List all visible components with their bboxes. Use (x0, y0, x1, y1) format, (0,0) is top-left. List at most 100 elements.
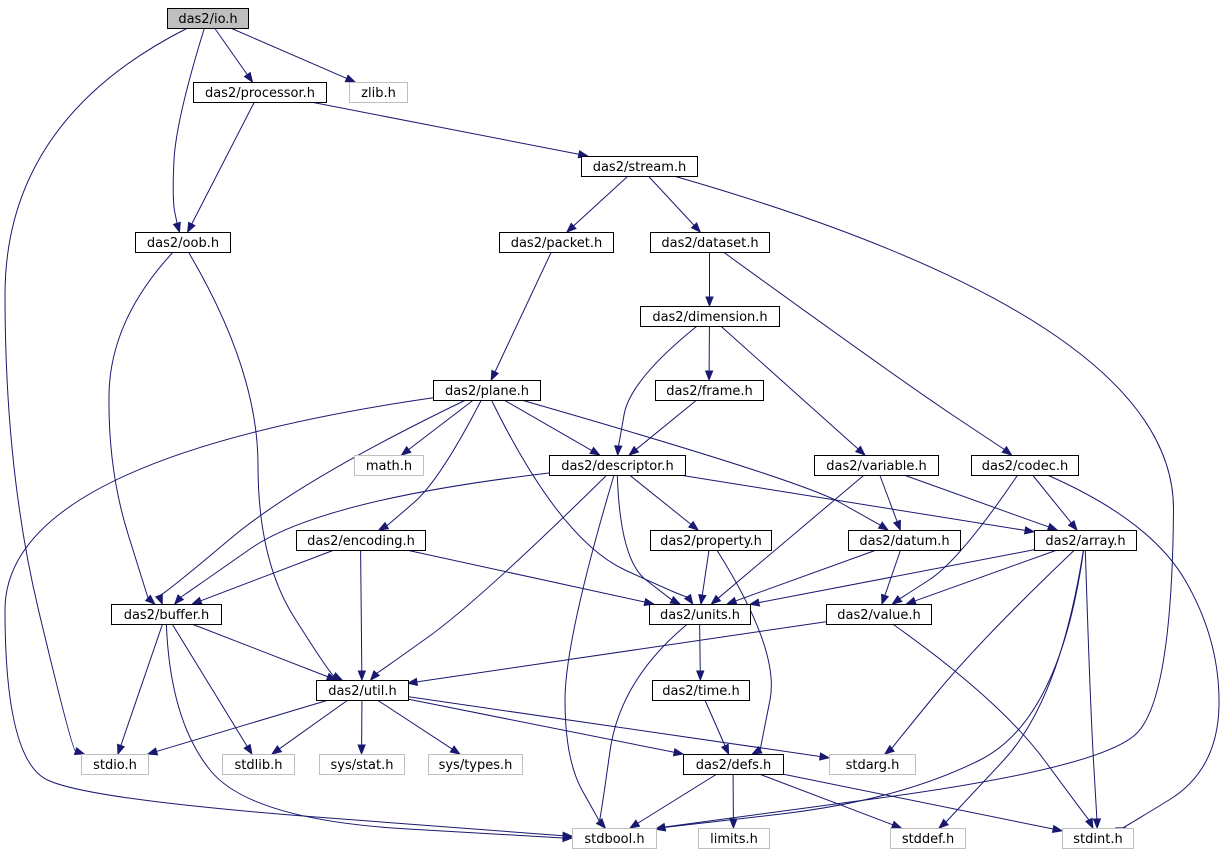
edge-line (945, 549, 1084, 823)
edge-line (879, 474, 898, 522)
node-label: das2/stream.h (593, 160, 687, 175)
node-defs[interactable]: das2/defs.h (683, 754, 784, 775)
edge-line (120, 623, 164, 746)
edge-line (360, 549, 363, 672)
edge-line (521, 399, 881, 526)
edge-arrowhead (883, 744, 895, 755)
edge-line (416, 621, 827, 683)
node-box (1062, 828, 1134, 849)
node-variable[interactable]: das2/variable.h (814, 455, 939, 476)
node-label: das2/dataset.h (661, 236, 758, 251)
node-frame[interactable]: das2/frame.h (655, 380, 764, 401)
edge-line (629, 474, 692, 525)
node-encoding[interactable]: das2/encoding.h (296, 530, 426, 551)
edge-plane-to-math (400, 399, 474, 456)
edge-array-to-units (748, 549, 1035, 607)
node-buffer[interactable]: das2/buffer.h (111, 604, 222, 625)
edge-property-to-units (698, 549, 710, 606)
node-box (581, 156, 698, 177)
edge-units-to-time (696, 623, 705, 682)
edge-defs-to-stddef (759, 773, 903, 829)
node-dimension[interactable]: das2/dimension.h (640, 306, 780, 327)
edge-line (720, 325, 859, 450)
node-box (829, 754, 916, 775)
node-stream[interactable]: das2/stream.h (581, 156, 698, 177)
edge-arrowhead (190, 596, 203, 605)
node-stdarg: stdarg.h (829, 754, 916, 775)
node-oob[interactable]: das2/oob.h (135, 232, 231, 253)
node-box (640, 306, 780, 327)
node-label: das2/buffer.h (124, 608, 210, 623)
edge-line (171, 623, 248, 747)
node-box (826, 604, 932, 625)
node-box (111, 604, 222, 625)
node-time[interactable]: das2/time.h (652, 680, 750, 701)
edge-arrowhead (751, 745, 763, 755)
edge-dataset-to-dimension (705, 252, 714, 308)
edge-line (647, 175, 695, 226)
node-processor[interactable]: das2/processor.h (193, 82, 327, 103)
node-util[interactable]: das2/util.h (316, 680, 409, 701)
node-property[interactable]: das2/property.h (650, 530, 772, 551)
node-label: das2/property.h (660, 534, 762, 549)
edge-arrowhead (818, 752, 831, 761)
edge-property-to-defs (716, 549, 772, 755)
node-packet[interactable]: das2/packet.h (499, 232, 614, 253)
node-array[interactable]: das2/array.h (1034, 530, 1137, 551)
edge-arrowhead (1046, 522, 1059, 531)
edge-arrowhead (562, 833, 574, 843)
node-limits: limits.h (698, 828, 770, 849)
edge-codec-to-value (891, 474, 1019, 605)
node-label: stdbool.h (584, 832, 644, 847)
edge-datum-to-units (725, 549, 877, 605)
edge-line (503, 399, 593, 451)
edge-arrowhead (1001, 445, 1013, 456)
edge-arrowhead (890, 820, 903, 829)
edge-defs-to-limits (729, 773, 738, 830)
edge-variable-to-datum (879, 474, 901, 532)
node-stdio: stdio.h (81, 754, 149, 775)
edge-line (899, 474, 1019, 600)
node-box (349, 82, 408, 103)
node-label: das2/defs.h (696, 758, 772, 773)
node-label: sys/types.h (439, 758, 513, 773)
edge-io-to-zlib (230, 27, 357, 83)
edge-plane-to-buffer (154, 399, 466, 606)
node-label: das2/datum.h (859, 534, 949, 549)
node-value[interactable]: das2/value.h (826, 604, 932, 625)
edge-descriptor-to-util (369, 474, 608, 682)
edge-arrowhead (1023, 526, 1036, 535)
edge-line (165, 623, 564, 839)
node-datum[interactable]: das2/datum.h (848, 530, 961, 551)
node-label: math.h (366, 459, 412, 474)
edge-arrowhead (704, 370, 714, 382)
edge-arrowhead (406, 677, 419, 687)
node-descriptor[interactable]: das2/descriptor.h (549, 455, 686, 476)
edge-line (187, 251, 335, 677)
edge-defs-to-stdint (782, 773, 1064, 834)
edge-arrowhead (243, 71, 254, 84)
edge-stream-to-stdbool (654, 175, 1175, 831)
node-io[interactable]: das2/io.h (167, 8, 249, 29)
edge-arrowhead (154, 593, 163, 606)
edge-arrowhead (357, 744, 366, 756)
node-dataset[interactable]: das2/dataset.h (650, 232, 770, 253)
edge-line (716, 549, 772, 751)
edge-datum-to-value (881, 549, 902, 606)
node-plane[interactable]: das2/plane.h (433, 380, 541, 401)
edge-arrowhead (377, 521, 390, 531)
edge-arrowhead (357, 670, 367, 682)
node-units[interactable]: das2/units.h (649, 604, 751, 625)
node-label: das2/variable.h (826, 459, 926, 474)
edge-arrowhead (449, 745, 461, 755)
node-box (649, 604, 751, 625)
edge-arrowhead (891, 595, 903, 605)
node-codec[interactable]: das2/codec.h (971, 455, 1079, 476)
node-box (652, 680, 750, 701)
edge-arrowhead (369, 670, 381, 682)
node-box (135, 232, 231, 253)
edge-variable-to-array (903, 474, 1059, 531)
edge-line (679, 474, 1026, 531)
edge-arrowhead (1092, 818, 1102, 830)
